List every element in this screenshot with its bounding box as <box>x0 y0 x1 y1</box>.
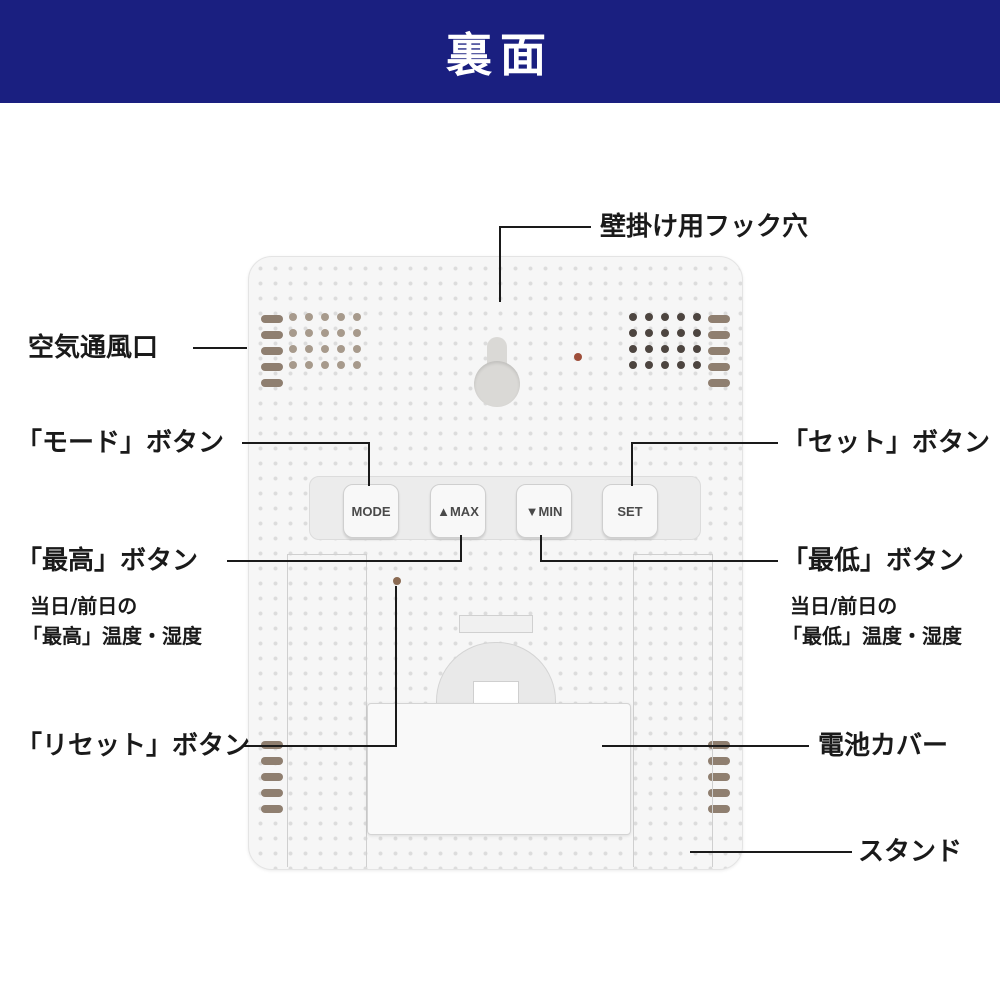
label-max-desc-2: 「最高」温度・湿度 <box>22 624 202 648</box>
leader-vent <box>193 347 247 349</box>
leader-min-horizontal <box>540 560 778 562</box>
leader-max-vertical <box>460 535 462 562</box>
label-hook-hole: 壁掛け用フック穴 <box>600 212 809 242</box>
label-max-desc-1: 当日/前日の <box>30 594 138 618</box>
leader-hook-horizontal <box>499 226 591 228</box>
label-mode-button: 「モード」ボタン <box>16 428 225 458</box>
header-title: 裏面 <box>446 27 554 82</box>
reset-button[interactable] <box>393 577 401 585</box>
label-min-button: 「最低」ボタン <box>782 546 965 576</box>
vent-holes-right <box>629 313 701 369</box>
leader-set-vertical <box>631 442 633 486</box>
stand-right <box>633 554 713 867</box>
label-stand: スタンド <box>858 837 963 867</box>
leader-hook-vertical <box>499 226 501 302</box>
label-set-button: 「セット」ボタン <box>782 428 991 458</box>
device-back: MODE ▲MAX ▼MIN SET <box>248 256 743 870</box>
label-min-desc-1: 当日/前日の <box>790 594 898 618</box>
vent-holes-left <box>289 313 361 369</box>
min-button[interactable]: ▼MIN <box>516 484 572 538</box>
vent-right-upper <box>708 315 730 387</box>
leader-battery <box>602 745 809 747</box>
leader-mode-horizontal <box>242 442 370 444</box>
max-button[interactable]: ▲MAX <box>430 484 486 538</box>
stand-left <box>287 554 367 867</box>
label-vent: 空気通風口 <box>28 333 159 363</box>
leader-reset-vertical <box>395 586 397 747</box>
leader-mode-vertical <box>368 442 370 486</box>
hanging-hook-hole <box>474 337 520 409</box>
label-battery-cover: 電池カバー <box>818 731 949 761</box>
mode-button[interactable]: MODE <box>343 484 399 538</box>
label-max-button: 「最高」ボタン <box>16 546 199 576</box>
product-stamp <box>459 615 533 633</box>
set-button[interactable]: SET <box>602 484 658 538</box>
sensor-dot <box>574 353 582 361</box>
vent-left-lower <box>261 741 283 813</box>
battery-cover[interactable] <box>367 703 631 835</box>
leader-min-vertical <box>540 535 542 562</box>
leader-max-horizontal <box>227 560 462 562</box>
header-bar: 裏面 <box>0 0 1000 103</box>
leader-stand <box>690 851 852 853</box>
label-reset-button: 「リセット」ボタン <box>16 731 251 761</box>
vent-left-upper <box>261 315 283 387</box>
leader-set-horizontal <box>631 442 778 444</box>
leader-reset-horizontal <box>242 745 397 747</box>
label-min-desc-2: 「最低」温度・湿度 <box>782 624 962 648</box>
